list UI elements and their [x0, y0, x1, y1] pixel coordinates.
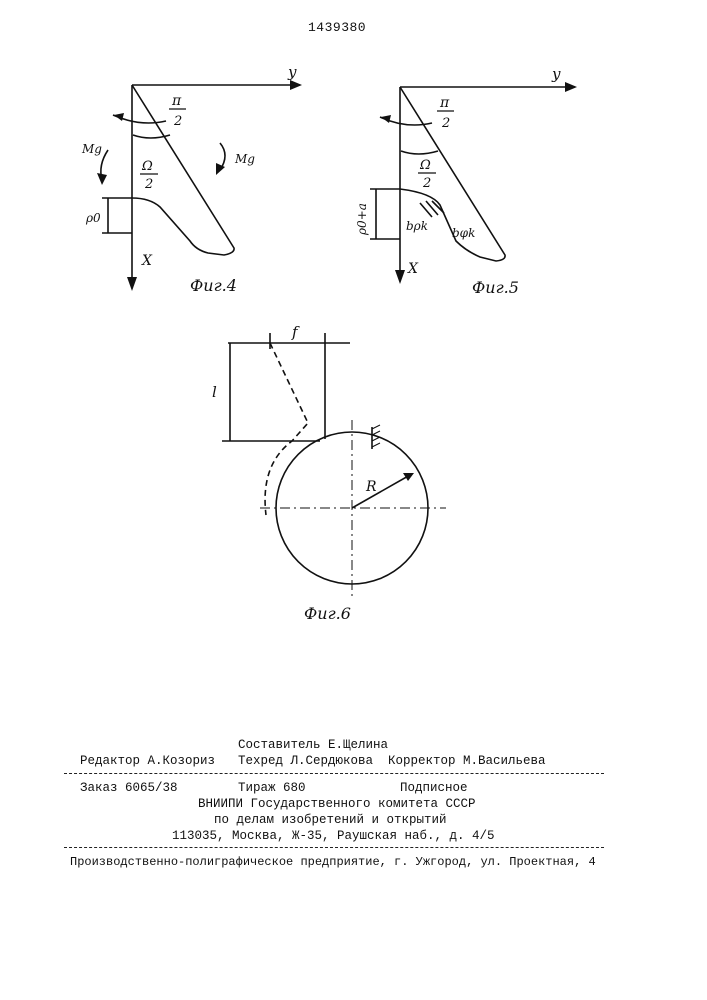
subscription-line: Подписное — [400, 781, 468, 795]
fig5-angle-mid-den: 2 — [422, 176, 431, 191]
divider-2 — [64, 847, 604, 848]
editor-line: Редактор А.Козориз — [80, 754, 215, 768]
fig5-axis-x-label: X — [407, 261, 419, 277]
fig4-moment-left-label: Mg — [81, 142, 102, 156]
fig5-angle-arc-mid — [401, 151, 438, 154]
figure-5-drawing: y X π 2 Ω 2 ρ0+a bρk bφk Фиг.5 — [340, 55, 590, 305]
fig4-moment-right-label: Mg — [234, 152, 255, 166]
fig5-hatch — [420, 201, 444, 217]
fig5-angle-mid-num: Ω — [419, 158, 431, 173]
org-line-1: ВНИИПИ Государственного комитета СССР — [198, 797, 476, 811]
compiler-line: Составитель Е.Щелина — [238, 738, 388, 752]
fig4-axis-y-label: y — [287, 63, 297, 81]
fig5-b-rho-label: bρk — [406, 219, 428, 233]
patent-number: 1439380 — [308, 20, 366, 35]
fig6-r-label: R — [365, 479, 377, 495]
fig6-dashed-profile — [265, 343, 308, 515]
corrector-line: Корректор М.Васильева — [388, 754, 546, 768]
fig5-angle-top-den: 2 — [441, 116, 450, 131]
fig6-f-label: f — [291, 323, 300, 341]
fig4-angle-top-den: 2 — [173, 114, 182, 129]
fig4-rho-label: ρ0 — [85, 211, 101, 225]
divider-1 — [64, 773, 604, 774]
fig4-angle-mid-num: Ω — [141, 159, 153, 174]
fig4-angle-top-num: π — [171, 93, 182, 109]
fig5-axis-y-label: y — [551, 65, 561, 83]
fig5-rho-a-label: ρ0+a — [355, 203, 369, 236]
fig5-b-phi-label: bφk — [452, 226, 475, 240]
org-line-2: по делам изобретений и открытий — [214, 813, 447, 827]
fig6-radius-line — [352, 475, 410, 508]
address-line: 113035, Москва, Ж-35, Раушская наб., д. … — [172, 829, 495, 843]
figure-4-drawing: y X π 2 Ω 2 Mg Mg ρ0 Фиг.4 — [80, 55, 320, 305]
fig5-angle-top-num: π — [439, 95, 450, 111]
printer-line: Производственно-полиграфическое предприя… — [70, 855, 596, 869]
fig6-caption: Фиг.6 — [304, 604, 351, 623]
fig4-angle-mid-den: 2 — [144, 177, 153, 192]
techred-line: Техред Л.Сердюкова — [238, 754, 373, 768]
fig4-axis-x-label: X — [141, 253, 153, 269]
fig4-caption: Фиг.4 — [190, 276, 237, 295]
figure-6-drawing: f l R Фиг.6 — [200, 315, 460, 625]
fig6-l-label: l — [212, 383, 217, 401]
fig5-caption: Фиг.5 — [472, 278, 519, 297]
order-line: Заказ 6065/38 — [80, 781, 178, 795]
run-line: Тираж 680 — [238, 781, 306, 795]
